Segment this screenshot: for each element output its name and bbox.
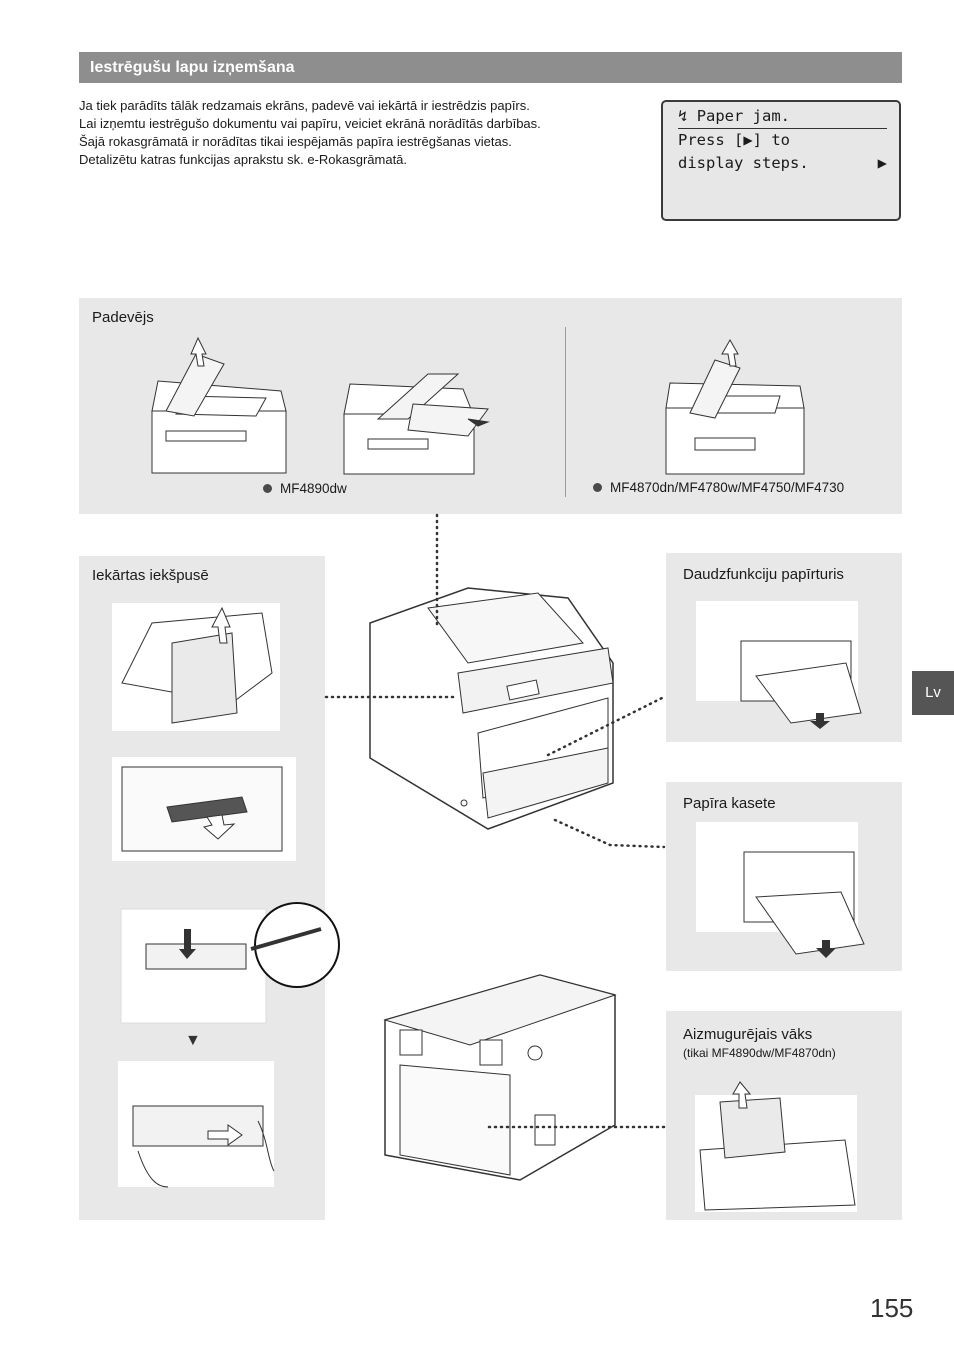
- multipurpose-illustration: [696, 601, 862, 729]
- feeder-illustration-2: [343, 373, 490, 475]
- feeder-divider: [565, 327, 566, 497]
- intro-text: Ja tiek parādīts tālāk redzamais ekrāns,…: [79, 97, 639, 169]
- feeder-illustration-1: [151, 336, 287, 474]
- inside-label: Iekārtas iekšpusē: [92, 567, 209, 584]
- lcd-line-3: display steps. ▶: [678, 152, 887, 175]
- paper-jam-icon: ↯: [678, 107, 688, 125]
- right-arrow-icon: ▶: [877, 154, 887, 172]
- inside-illustration-1: [112, 603, 280, 731]
- cassette-illustration: [696, 822, 865, 958]
- inside-illustration-3: [120, 902, 340, 1024]
- lcd-line-2: Press [▶] to: [678, 131, 790, 149]
- section-header: Iestrēgušu lapu izņemšana: [79, 52, 902, 83]
- bullet-icon: [263, 484, 272, 493]
- intro-line: Šajā rokasgrāmatā ir norādītas tikai ies…: [79, 134, 512, 149]
- intro-line: Detalizētu katras funkcijas aprakstu sk.…: [79, 152, 408, 167]
- model-label-other: MF4870dn/MF4780w/MF4750/MF4730: [593, 480, 844, 495]
- inside-illustration-2: [112, 757, 296, 861]
- feeder-label: Padevējs: [92, 309, 154, 326]
- printer-front-illustration: [369, 587, 614, 830]
- lcd-line-1: ↯ Paper jam.: [678, 105, 887, 129]
- rear-cover-label: Aizmugurējais vāks: [683, 1026, 813, 1043]
- cassette-label: Papīra kasete: [683, 795, 776, 812]
- multipurpose-label: Daudzfunkciju papīrturis: [683, 566, 844, 583]
- bullet-icon: [593, 483, 602, 492]
- inside-illustration-4: [118, 1061, 275, 1188]
- feeder-illustration-3: [665, 338, 805, 475]
- rear-cover-note: (tikai MF4890dw/MF4870dn): [683, 1046, 836, 1060]
- page-number: 155: [870, 1293, 914, 1323]
- rear-cover-illustration: [695, 1081, 857, 1212]
- step-down-arrow-icon: ▼: [185, 1032, 201, 1049]
- intro-line: Lai izņemtu iestrēgušo dokumentu vai pap…: [79, 116, 541, 131]
- model-label-mf4890dw: MF4890dw: [263, 481, 347, 496]
- intro-line: Ja tiek parādīts tālāk redzamais ekrāns,…: [79, 98, 530, 113]
- printer-rear-illustration: [383, 974, 617, 1181]
- language-tab: Lv: [912, 671, 954, 715]
- lcd-display: ↯ Paper jam. Press [▶] to display steps.…: [661, 100, 901, 221]
